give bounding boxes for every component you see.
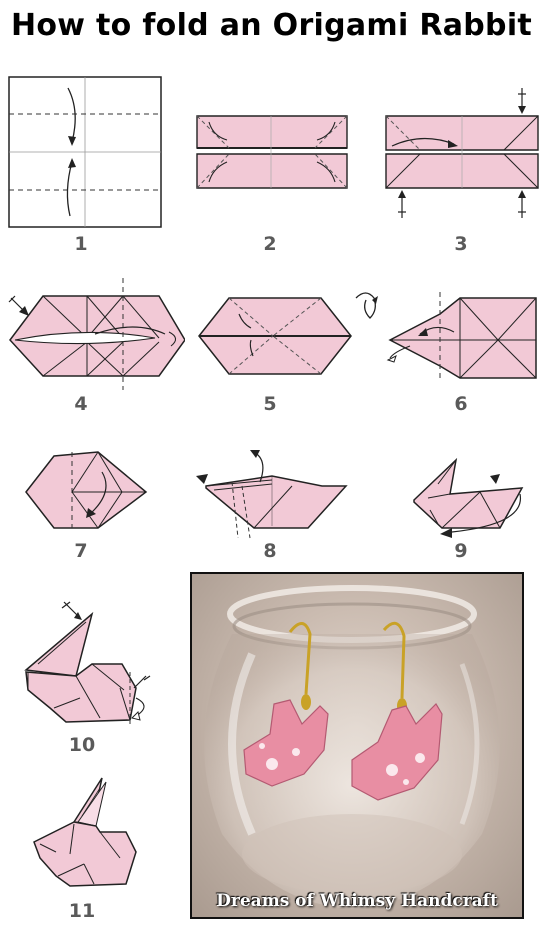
step-number-11: 11 [68,900,96,922]
step-8-diagram [196,450,348,539]
step-6-diagram [355,292,537,380]
page-title: How to fold an Origami Rabbit [10,8,533,43]
step-9-diagram [413,457,524,538]
step-number-6: 6 [454,393,468,415]
step-number-4: 4 [74,393,88,415]
step-number-5: 5 [263,393,277,415]
step-number-7: 7 [74,540,88,562]
step-3-diagram [385,88,539,218]
step-number-9: 9 [454,540,468,562]
step-1-diagram [8,76,162,228]
earrings-photo: Dreams of Whimsy Handcraft [190,572,524,919]
step-number-3: 3 [454,233,468,255]
step-10-diagram [24,601,151,724]
glass-jar-photo-art [204,585,500,909]
step-5-diagram [198,297,352,375]
step-number-1: 1 [74,233,88,255]
step-7-diagram [25,451,148,529]
step-number-2: 2 [263,233,277,255]
step-11-diagram [33,777,137,887]
photo-caption: Dreams of Whimsy Handcraft [216,891,498,911]
step-number-10: 10 [68,734,96,756]
step-2-diagram [196,115,348,189]
step-4-diagram [8,278,185,390]
step-number-8: 8 [263,540,277,562]
